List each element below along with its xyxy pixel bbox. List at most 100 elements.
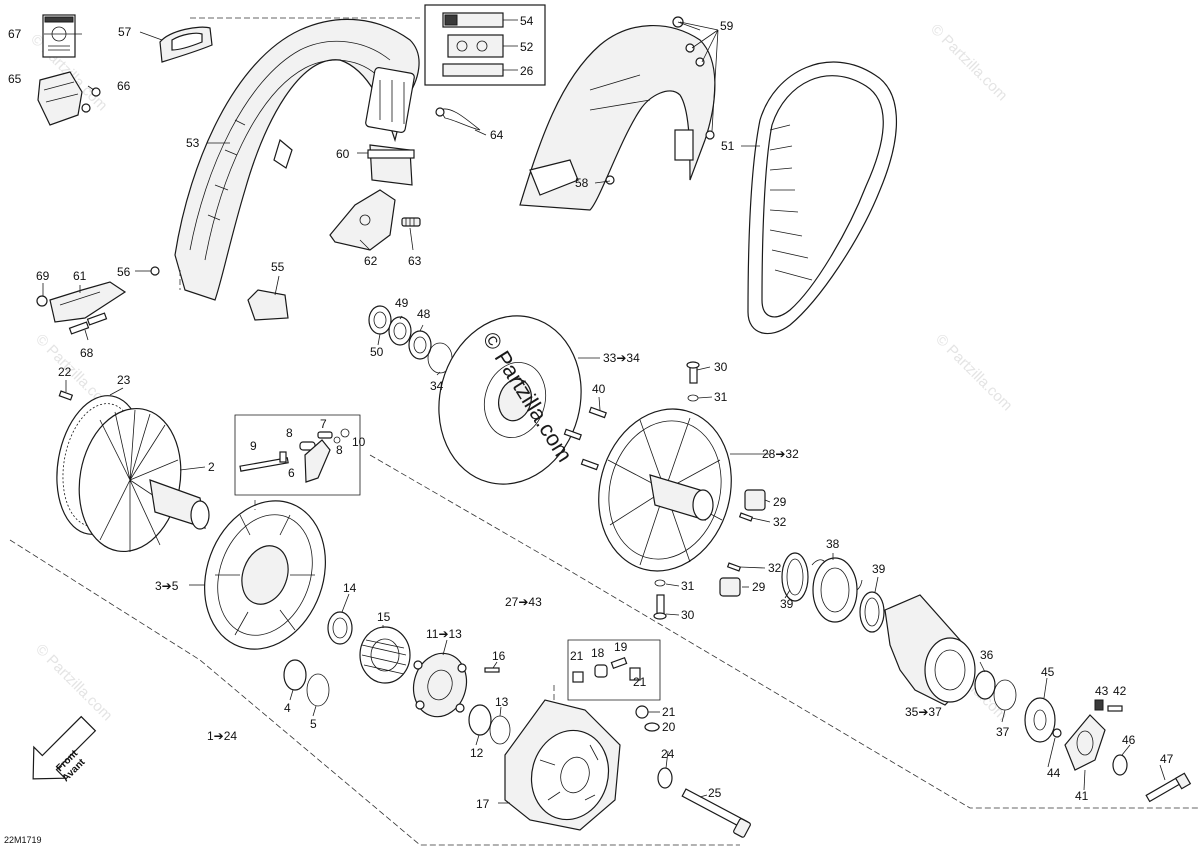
leader-lines [9,17,1200,846]
cap-part-41 [1064,714,1106,771]
screw-part-30-bottom [653,594,667,620]
callout-39-left: 39 [780,597,794,611]
callout-66: 66 [117,79,131,93]
callout-22: 22 [58,365,72,379]
callout-14: 14 [343,581,357,595]
callout-1: 1➔24 [207,729,237,743]
callout-24: 24 [661,747,675,761]
front-direction-arrow: Front Avant [32,715,97,784]
callout-26: 26 [520,64,534,78]
watermark-bottom-left: © Partzilla.com [32,641,115,724]
callout-65: 65 [8,72,22,86]
washer-part-20 [644,722,660,732]
fixed-sheave-part-33 [438,315,582,485]
bracket-part-62 [329,189,396,251]
callout-34: 34 [430,379,444,393]
movable-sheave-part-3 [204,500,326,650]
callout-21-left: 21 [570,649,584,663]
callout-50: 50 [370,345,384,359]
callout-18: 18 [591,646,605,660]
callout-57: 57 [118,25,132,39]
callout-40: 40 [592,382,606,396]
callout-21-right: 21 [633,675,647,689]
callout-54: 54 [520,14,534,28]
callout-41: 41 [1075,789,1089,803]
pin-part-40 [563,406,607,471]
retainer-pin-part-64 [435,107,481,131]
callout-30-top: 30 [714,360,728,374]
washer-part-24 [657,767,673,789]
ring-part-48 [408,330,432,360]
callout-7: 7 [320,417,327,431]
plate-part-55 [247,289,289,321]
cover-part-17 [504,699,621,831]
callout-8-left: 8 [286,426,293,440]
callout-58: 58 [575,176,589,190]
callout-23: 23 [117,373,131,387]
callout-69: 69 [36,269,50,283]
ring-part-39-right [859,591,885,633]
callout-12: 12 [470,746,484,760]
callout-21-small: 21 [662,705,676,719]
callout-36: 36 [980,648,994,662]
callout-44: 44 [1047,766,1061,780]
roller-part-21-small [635,705,649,719]
spider-part-11 [412,652,468,718]
callout-29-top: 29 [773,495,787,509]
callout-5: 5 [310,717,317,731]
warning-label-part-67 [42,14,76,58]
washer-part-31-top [687,394,699,402]
callout-38: 38 [826,537,840,551]
callout-37: 37 [996,725,1010,739]
screw-part-30-top [686,361,700,384]
cam-part-35 [884,594,976,706]
callout-55: 55 [271,260,285,274]
pin-part-32-mid [726,562,742,572]
callout-3: 3➔5 [155,579,179,593]
callout-15: 15 [377,610,391,624]
labels-box [424,4,546,86]
roller-part-29-mid [719,577,741,597]
snap-ring-part-5 [306,673,330,707]
bolt-part-47 [1145,772,1192,803]
callout-52: 52 [520,40,534,54]
spring-part-15 [359,626,411,684]
roller-part-29-top [744,489,766,511]
callout-25: 25 [708,786,722,800]
callout-35: 35➔37 [905,705,942,719]
bolt-part-22 [58,390,74,401]
washer-part-31-bottom [654,579,666,587]
callout-63: 63 [408,254,422,268]
ring-part-39-left [781,552,809,602]
callout-43: 43 [1095,684,1109,698]
ring-part-49 [388,316,412,346]
nut-part-69 [36,295,48,307]
callout-32-mid: 32 [768,561,782,575]
callout-39-right: 39 [872,562,886,576]
bolt-part-25 [681,788,751,838]
callout-27: 27➔43 [505,595,542,609]
callout-67: 67 [8,27,22,41]
callout-51: 51 [721,139,735,153]
callout-11: 11➔13 [426,627,462,641]
belt-guard-side-part-58 [519,24,716,211]
callout-8-right: 8 [336,443,343,457]
callout-60: 60 [336,147,350,161]
screw-part-16 [484,667,500,673]
ring-part-14 [327,611,353,645]
callout-32-top: 32 [773,515,787,529]
drive-belt-part-51 [747,61,897,335]
callout-19: 19 [614,640,628,654]
callout-9: 9 [250,439,257,453]
callout-68: 68 [80,346,94,360]
callout-labels: 67 57 54 52 26 59 65 66 53 64 60 58 51 6… [8,14,1174,811]
callout-46: 46 [1122,733,1136,747]
bushing-part-12 [468,704,492,736]
bracket-part-65 [37,71,83,126]
watermark-mid-right: © Partzilla.com [932,331,1015,414]
callout-48: 48 [417,307,431,321]
callout-16: 16 [492,649,506,663]
hinge-part-60 [367,144,415,186]
callout-31-bottom: 31 [681,579,695,593]
